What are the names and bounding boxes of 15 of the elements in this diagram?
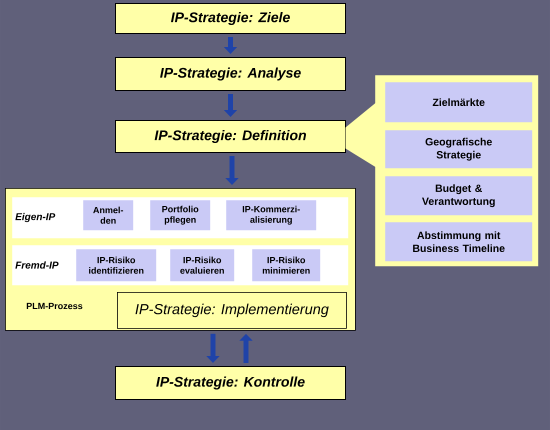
- task-box: IP-Risiko evaluieren: [170, 249, 234, 282]
- process-box: IP-Strategie: Implementierung: [117, 292, 347, 329]
- task-box: IP-Risiko minimieren: [252, 249, 320, 282]
- task-box: IP-Kommerzi- alisierung: [226, 200, 316, 230]
- process-box: IP-Strategie: Kontrolle: [115, 366, 346, 400]
- callout-pointer: [346, 103, 376, 167]
- task-box: Anmel- den: [83, 200, 134, 230]
- task-box: Portfolio pflegen: [150, 200, 210, 230]
- detail-box: Geografische Strategie: [385, 130, 532, 168]
- task-box: IP-Risiko identifizieren: [76, 249, 156, 282]
- detail-box: Zielmärkte: [385, 82, 532, 122]
- detail-box: Abstimmung mit Business Timeline: [385, 222, 532, 262]
- detail-box: Budget & Verantwortung: [385, 176, 532, 216]
- process-box: IP-Strategie: Analyse: [115, 57, 346, 91]
- process-box: IP-Strategie: Ziele: [115, 3, 346, 34]
